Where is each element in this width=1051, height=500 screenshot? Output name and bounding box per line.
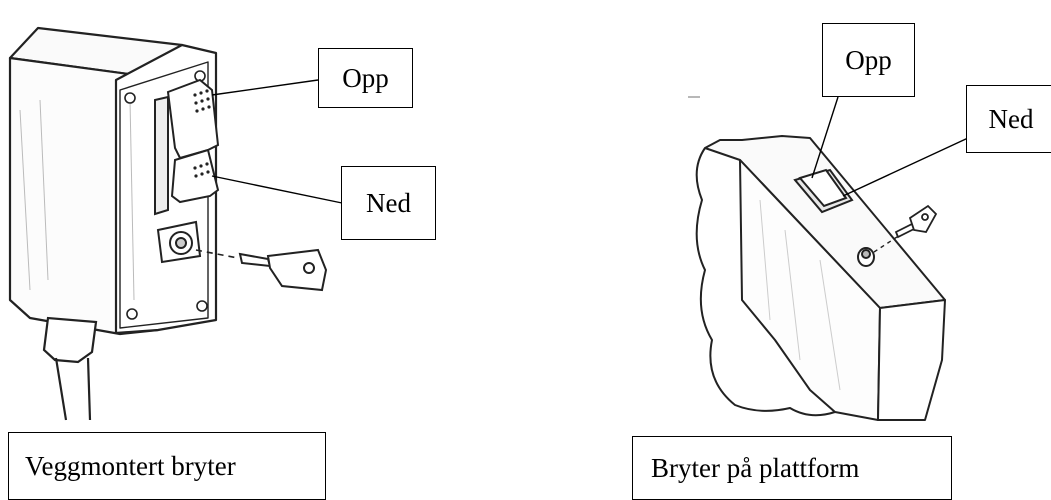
box-shading (19, 99, 135, 301)
label-down-platform: Ned (966, 85, 1051, 153)
key-icon (238, 248, 328, 292)
key-lock-icon (156, 220, 202, 264)
caption-wall-switch: Veggmontert bryter (8, 432, 326, 500)
label-up-platform: Opp (822, 23, 915, 97)
platform-block (695, 135, 946, 421)
cable-icon (42, 316, 98, 421)
platform-rocker-switch-icon (793, 168, 854, 214)
label-up-wall: Opp (318, 48, 413, 108)
platform-shading (759, 199, 841, 391)
rocker-switch-icon (154, 78, 220, 216)
label-down-wall: Ned (341, 166, 436, 240)
platform-key-lock-icon (857, 247, 875, 267)
platform-key-icon (894, 204, 938, 239)
caption-platform-switch: Bryter på plattform (632, 436, 952, 500)
